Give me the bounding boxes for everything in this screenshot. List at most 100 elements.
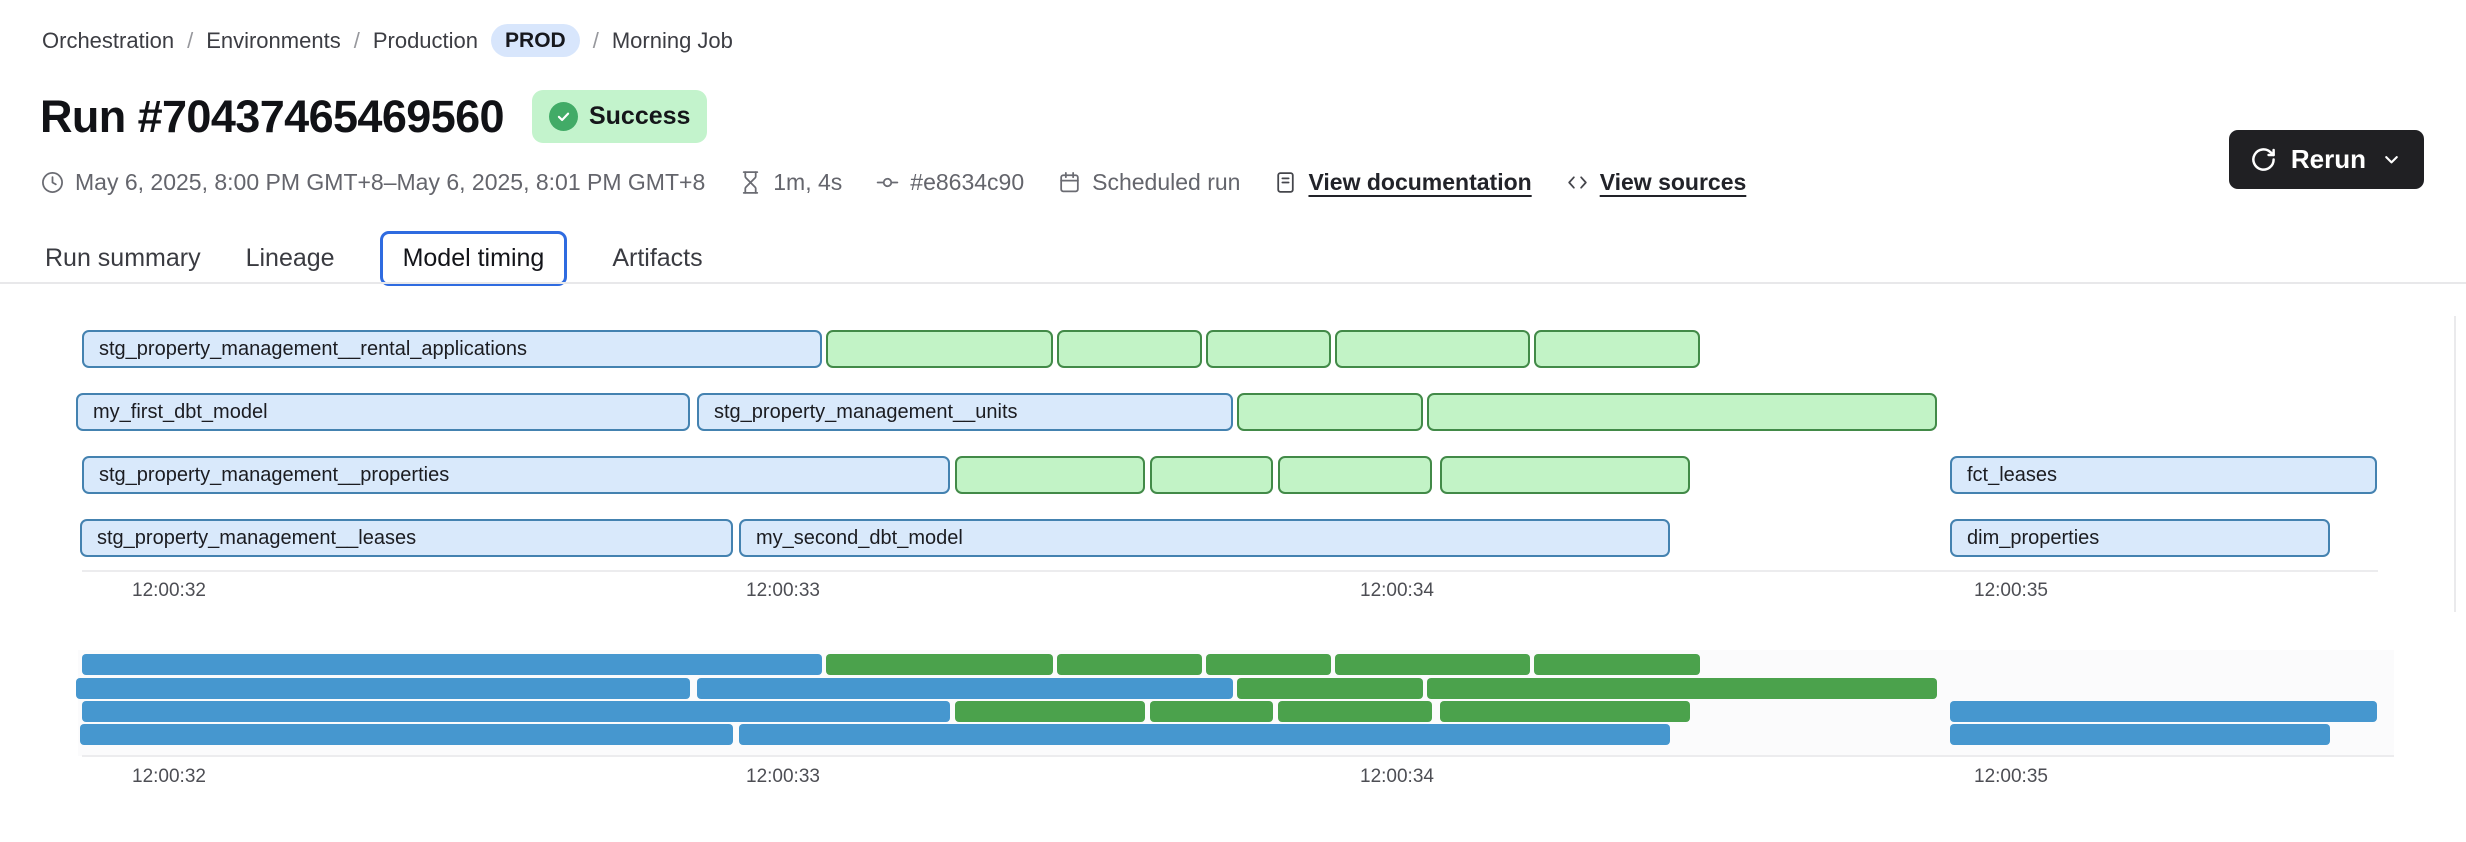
gantt-bar[interactable]: fct_leases [1950, 456, 2377, 494]
minimap-bar[interactable] [1057, 654, 1202, 675]
gantt-bar[interactable]: stg_property_management__rental_applicat… [82, 330, 822, 368]
gantt-bar[interactable]: my_second_dbt_model [739, 519, 1670, 557]
document-icon [1277, 172, 1295, 193]
run-meta-row: May 6, 2025, 8:00 PM GMT+8–May 6, 2025, … [40, 169, 1746, 196]
minimap-axis-label: 12:00:33 [746, 766, 820, 787]
success-check-icon [548, 102, 578, 131]
gantt-axis-label: 12:00:34 [1360, 580, 1434, 601]
view-documentation-label: View documentation [1308, 169, 1532, 195]
environment-badge: PROD [491, 24, 580, 57]
gantt-axis-label: 12:00:32 [132, 580, 206, 601]
minimap-bar[interactable] [1237, 678, 1423, 699]
minimap-bar[interactable] [697, 678, 1233, 699]
gantt-bar-label: dim_properties [1967, 526, 2100, 549]
gantt-bar-label: stg_property_management__rental_applicat… [99, 337, 528, 360]
gantt-bar[interactable] [1206, 330, 1331, 368]
breadcrumb-item-production[interactable]: Production [372, 27, 479, 53]
gantt-bar-label: my_second_dbt_model [756, 526, 963, 549]
run-header: Run #70437465469560 Success [40, 90, 708, 143]
clock-icon [42, 172, 63, 193]
gantt-axis-label: 12:00:33 [746, 580, 820, 601]
commit-sha[interactable]: #e8634c90 [875, 169, 1024, 196]
minimap-axis-line [82, 755, 2394, 757]
minimap-bar[interactable] [1440, 701, 1690, 722]
run-time-range: May 6, 2025, 8:00 PM GMT+8–May 6, 2025, … [40, 169, 705, 196]
gantt-bar[interactable]: stg_property_management__properties [82, 456, 950, 494]
chart-right-boundary [2454, 316, 2456, 612]
breadcrumb-item-environments[interactable]: Environments [206, 27, 341, 53]
tab-model-timing[interactable]: Model timing [379, 231, 568, 286]
status-badge: Success [531, 90, 708, 143]
breadcrumb-separator: / [353, 27, 360, 53]
minimap-bar[interactable] [1278, 701, 1432, 722]
minimap-bar[interactable] [1335, 654, 1530, 675]
gantt-bar[interactable] [955, 456, 1145, 494]
gantt-bar-label: my_first_dbt_model [93, 400, 268, 423]
minimap-bar[interactable] [76, 678, 690, 699]
view-documentation-link[interactable]: View documentation [1273, 169, 1532, 196]
run-trigger-label: Scheduled run [1092, 169, 1241, 195]
run-trigger: Scheduled run [1057, 169, 1240, 196]
gantt-bar[interactable]: my_first_dbt_model [76, 393, 690, 431]
minimap-bar[interactable] [80, 724, 733, 745]
minimap-bar[interactable] [1150, 701, 1273, 722]
minimap-axis-label: 12:00:32 [132, 766, 206, 787]
gantt-bar[interactable]: stg_property_management__leases [80, 519, 733, 557]
minimap-bar[interactable] [955, 701, 1145, 722]
minimap-bar[interactable] [1950, 701, 2377, 722]
gantt-axis-line [82, 570, 2378, 572]
commit-sha-label: #e8634c90 [910, 169, 1025, 195]
gantt-bar[interactable]: stg_property_management__units [697, 393, 1233, 431]
gantt-bar-label: stg_property_management__units [714, 400, 1018, 423]
minimap-axis-label: 12:00:35 [1974, 766, 2048, 787]
code-icon [1567, 176, 1587, 189]
gantt-bar[interactable] [1150, 456, 1273, 494]
run-duration: 1m, 4s [738, 169, 842, 196]
breadcrumb-separator: / [592, 27, 599, 53]
refresh-icon [2252, 148, 2275, 171]
gantt-bar-label: stg_property_management__properties [99, 463, 450, 486]
gantt-bar[interactable] [1278, 456, 1432, 494]
run-time-range-label: May 6, 2025, 8:00 PM GMT+8–May 6, 2025, … [75, 169, 706, 195]
gantt-axis-label: 12:00:35 [1974, 580, 2048, 601]
status-badge-label: Success [588, 102, 691, 130]
tab-artifacts[interactable]: Artifacts [612, 244, 703, 272]
breadcrumb-item-orchestration[interactable]: Orchestration [42, 27, 175, 53]
run-duration-label: 1m, 4s [773, 169, 843, 195]
rerun-button-label: Rerun [2290, 144, 2366, 174]
view-sources-link[interactable]: View sources [1565, 169, 1747, 196]
gantt-bar[interactable] [1534, 330, 1700, 368]
gantt-bar[interactable]: dim_properties [1950, 519, 2330, 557]
minimap-bar[interactable] [82, 701, 950, 722]
breadcrumb: Orchestration / Environments / Productio… [42, 24, 733, 57]
gantt-bar[interactable] [1057, 330, 1202, 368]
minimap-bar[interactable] [1206, 654, 1331, 675]
gantt-bar[interactable] [1335, 330, 1530, 368]
gantt-bar[interactable] [1427, 393, 1937, 431]
minimap-axis-label: 12:00:34 [1360, 766, 1434, 787]
gantt-bar[interactable] [1440, 456, 1690, 494]
minimap-bar[interactable] [826, 654, 1053, 675]
breadcrumb-item-morning-job[interactable]: Morning Job [611, 27, 733, 53]
minimap-bar[interactable] [739, 724, 1670, 745]
gantt-bar[interactable] [1237, 393, 1423, 431]
minimap-bar[interactable] [1427, 678, 1937, 699]
tab-lineage[interactable]: Lineage [245, 244, 335, 272]
hourglass-icon [743, 171, 759, 194]
page-title: Run #70437465469560 [40, 90, 505, 142]
run-tabs: Run summary Lineage Model timing Artifac… [45, 231, 703, 286]
git-commit-icon [877, 177, 899, 188]
tab-run-summary[interactable]: Run summary [45, 244, 201, 272]
minimap-bar[interactable] [1950, 724, 2330, 745]
gantt-bar-label: fct_leases [1967, 463, 2058, 486]
minimap-bar[interactable] [1534, 654, 1700, 675]
chevron-down-icon [2385, 156, 2398, 164]
tabs-divider [0, 282, 2466, 284]
view-sources-label: View sources [1599, 169, 1747, 195]
breadcrumb-separator: / [187, 27, 194, 53]
calendar-icon [1060, 172, 1079, 193]
rerun-button[interactable]: Rerun [2228, 130, 2424, 189]
gantt-bar-label: stg_property_management__leases [97, 526, 417, 549]
minimap-bar[interactable] [82, 654, 822, 675]
gantt-bar[interactable] [826, 330, 1053, 368]
